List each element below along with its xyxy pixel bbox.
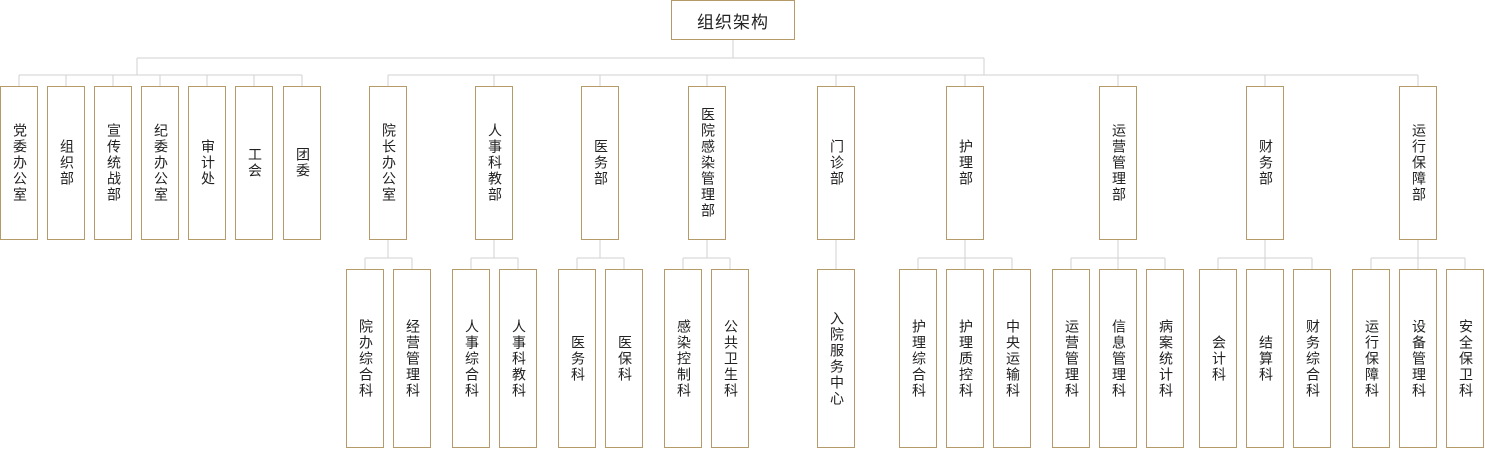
department-label: 财务部 [1257, 139, 1273, 187]
section-node: 信息管理科 [1099, 269, 1137, 448]
unit-node: 审计处 [188, 86, 226, 240]
section-label: 安全保卫科 [1457, 318, 1473, 399]
section-node: 中央运输科 [993, 269, 1031, 448]
root-node: 组织架构 [671, 0, 795, 40]
department-label: 门诊部 [828, 139, 844, 187]
section-node: 人事科教科 [499, 269, 537, 448]
section-label: 经营管理科 [404, 318, 420, 399]
unit-node: 纪委办公室 [141, 86, 179, 240]
department-node: 人事科教部 [475, 86, 513, 240]
section-node: 病案统计科 [1146, 269, 1184, 448]
department-node: 护理部 [946, 86, 984, 240]
section-label: 院办综合科 [357, 318, 373, 399]
section-label: 入院服务中心 [828, 310, 844, 407]
department-node: 财务部 [1246, 86, 1284, 240]
section-node: 安全保卫科 [1446, 269, 1484, 448]
section-label: 护理质控科 [957, 318, 973, 399]
unit-label: 工会 [246, 147, 262, 179]
section-node: 经营管理科 [393, 269, 431, 448]
section-node: 财务综合科 [1293, 269, 1331, 448]
department-node: 门诊部 [817, 86, 855, 240]
section-node: 入院服务中心 [817, 269, 855, 448]
department-node: 院长办公室 [369, 86, 407, 240]
root-label: 组织架构 [697, 12, 769, 33]
section-label: 公共卫生科 [722, 318, 738, 399]
section-node: 护理综合科 [899, 269, 937, 448]
section-label: 信息管理科 [1110, 318, 1126, 399]
department-label: 运营管理部 [1110, 123, 1126, 203]
unit-node: 团委 [283, 86, 321, 240]
department-label: 医务部 [592, 139, 608, 187]
section-label: 运行保障科 [1363, 318, 1379, 399]
section-label: 护理综合科 [910, 318, 926, 399]
unit-node: 党委办公室 [0, 86, 38, 240]
section-label: 病案统计科 [1157, 318, 1173, 399]
department-label: 医院感染管理部 [699, 107, 715, 219]
section-label: 结算科 [1257, 334, 1273, 383]
section-node: 结算科 [1246, 269, 1284, 448]
section-label: 财务综合科 [1304, 318, 1320, 399]
unit-label: 党委办公室 [11, 123, 27, 203]
section-label: 人事综合科 [463, 318, 479, 399]
section-label: 医务科 [569, 334, 585, 383]
department-label: 护理部 [957, 139, 973, 187]
section-node: 设备管理科 [1399, 269, 1437, 448]
department-node: 医务部 [581, 86, 619, 240]
section-node: 会计科 [1199, 269, 1237, 448]
section-node: 公共卫生科 [711, 269, 749, 448]
department-label: 运行保障部 [1410, 123, 1426, 203]
section-node: 人事综合科 [452, 269, 490, 448]
unit-label: 组织部 [58, 139, 74, 187]
section-label: 运营管理科 [1063, 318, 1079, 399]
section-node: 感染控制科 [664, 269, 702, 448]
department-label: 人事科教部 [486, 123, 502, 203]
department-label: 院长办公室 [380, 123, 396, 203]
section-label: 人事科教科 [510, 318, 526, 399]
unit-label: 纪委办公室 [152, 123, 168, 203]
department-node: 医院感染管理部 [688, 86, 726, 240]
section-node: 运行保障科 [1352, 269, 1390, 448]
section-node: 院办综合科 [346, 269, 384, 448]
department-node: 运行保障部 [1399, 86, 1437, 240]
section-node: 护理质控科 [946, 269, 984, 448]
unit-label: 宣传统战部 [105, 123, 121, 203]
unit-node: 工会 [235, 86, 273, 240]
unit-node: 宣传统战部 [94, 86, 132, 240]
unit-node: 组织部 [47, 86, 85, 240]
unit-label: 团委 [294, 147, 310, 179]
section-label: 医保科 [616, 334, 632, 383]
section-node: 运营管理科 [1052, 269, 1090, 448]
section-label: 设备管理科 [1410, 318, 1426, 399]
section-node: 医保科 [605, 269, 643, 448]
department-node: 运营管理部 [1099, 86, 1137, 240]
section-node: 医务科 [558, 269, 596, 448]
section-label: 感染控制科 [675, 318, 691, 399]
unit-label: 审计处 [199, 139, 215, 187]
section-label: 会计科 [1210, 334, 1226, 383]
section-label: 中央运输科 [1004, 318, 1020, 399]
